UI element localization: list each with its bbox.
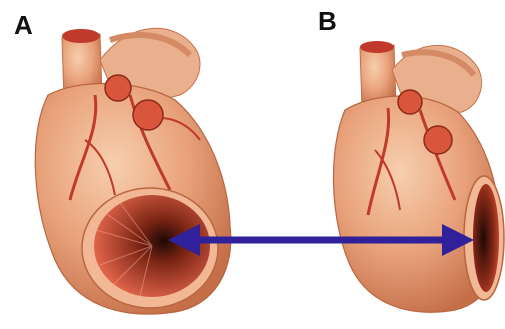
heart-a [35,28,230,314]
panel-label-a: A [14,12,33,38]
panel-label-b: B [318,8,337,34]
heart-b [334,41,504,312]
